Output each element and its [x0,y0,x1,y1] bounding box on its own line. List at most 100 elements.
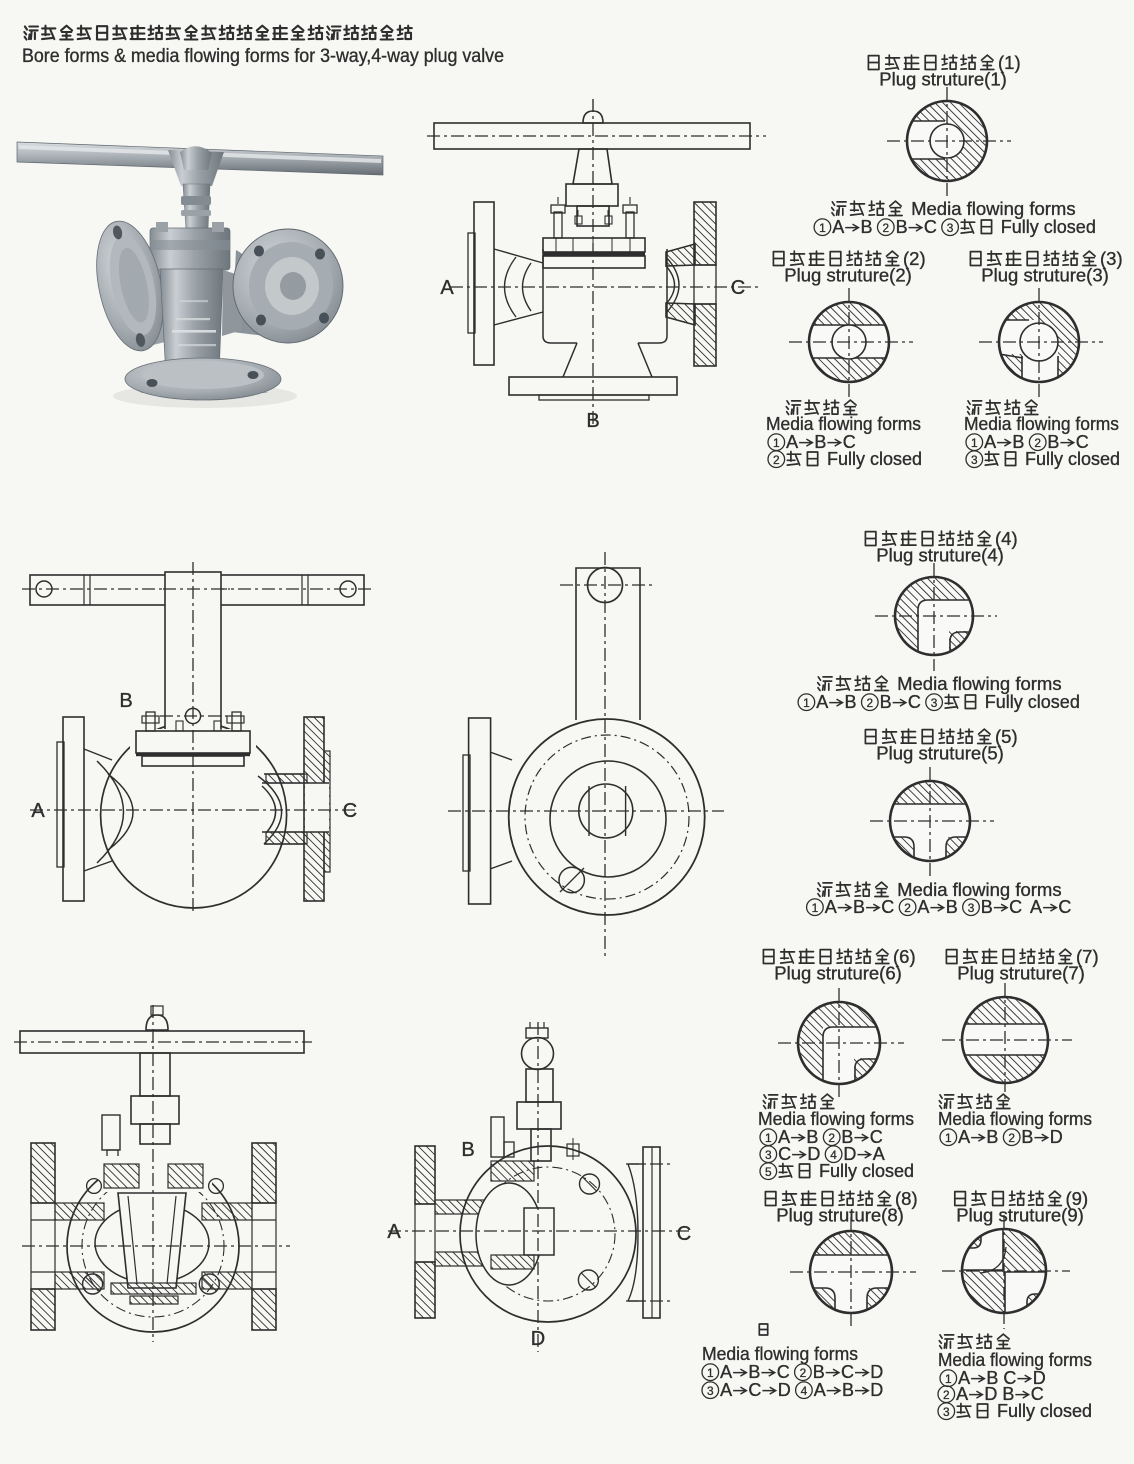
svg-text:A: A [387,1221,401,1243]
svg-text:C: C [1076,432,1089,452]
svg-text:4: 4 [801,1384,808,1398]
svg-text:1: 1 [707,1366,714,1380]
svg-text:D: D [870,1362,883,1382]
svg-text:B: B [853,897,865,917]
svg-text:A: A [956,1384,968,1404]
svg-text:A: A [873,1144,885,1164]
svg-text:2: 2 [904,901,911,915]
svg-text:(4): (4) [995,528,1018,549]
svg-text:C: C [731,277,745,299]
svg-text:Plug struture(9): Plug struture(9) [956,1205,1084,1226]
svg-text:2: 2 [882,221,889,235]
svg-text:1: 1 [803,696,810,710]
svg-text:(5): (5) [995,726,1018,747]
svg-text:C: C [881,897,894,917]
svg-text:4: 4 [830,1148,837,1162]
svg-text:C: C [1009,897,1022,917]
svg-text:Media flowing forms: Media flowing forms [766,414,921,434]
svg-text:(6): (6) [893,946,916,967]
svg-text:5: 5 [765,1165,772,1179]
svg-text:1: 1 [773,436,780,450]
svg-text:D: D [984,1384,997,1404]
svg-text:C: C [870,1127,883,1147]
svg-text:C: C [778,1144,791,1164]
svg-text:B: B [814,432,826,452]
svg-text:Plug struture(2): Plug struture(2) [784,265,912,286]
svg-text:B: B [986,1127,998,1147]
svg-text:B: B [119,690,132,712]
svg-text:B: B [946,897,958,917]
svg-text:D: D [1033,1368,1046,1388]
svg-text:Fully closed: Fully closed [1025,449,1120,469]
svg-text:D: D [778,1380,791,1400]
svg-text:2: 2 [828,1131,835,1145]
svg-text:Fully closed: Fully closed [1001,217,1096,237]
svg-text:(7): (7) [1076,946,1099,967]
svg-text:B: B [806,1127,818,1147]
svg-text:A: A [832,217,844,237]
svg-text:C: C [924,217,937,237]
svg-text:(2): (2) [903,248,926,269]
svg-text:A: A [720,1380,732,1400]
svg-text:A: A [917,897,929,917]
svg-text:B: B [813,1362,825,1382]
svg-text:2: 2 [943,1388,950,1402]
svg-text:A: A [786,432,798,452]
svg-text:Plug struture(5): Plug struture(5) [876,743,1004,764]
svg-text:C: C [1003,1368,1016,1388]
svg-text:B: B [748,1362,760,1382]
svg-text:Plug struture(3): Plug struture(3) [981,265,1109,286]
svg-text:C: C [343,800,357,822]
svg-text:(8): (8) [895,1188,918,1209]
svg-text:3: 3 [971,453,978,467]
svg-text:Media flowing forms: Media flowing forms [911,198,1076,219]
svg-text:2: 2 [866,696,873,710]
svg-text:C: C [1031,1384,1044,1404]
svg-text:B: B [586,410,599,432]
svg-text:Media flowing forms: Media flowing forms [702,1344,858,1364]
svg-text:Fully closed: Fully closed [819,1161,914,1181]
svg-text:Media flowing forms: Media flowing forms [938,1109,1092,1129]
svg-text:D: D [807,1144,820,1164]
svg-text:C: C [1058,897,1071,917]
svg-text:Fully closed: Fully closed [985,692,1080,712]
svg-text:3: 3 [968,901,975,915]
svg-text:B: B [1012,432,1024,452]
svg-text:A: A [1030,897,1042,917]
svg-text:A: A [720,1362,732,1382]
svg-text:2: 2 [773,453,780,467]
svg-text:B: B [842,1380,854,1400]
svg-text:Plug struture(8): Plug struture(8) [776,1205,904,1226]
svg-text:2: 2 [1008,1131,1015,1145]
svg-text:C: C [748,1380,761,1400]
svg-text:D: D [1050,1127,1063,1147]
svg-text:A: A [958,1127,970,1147]
svg-text:B: B [986,1368,998,1388]
svg-text:2: 2 [800,1366,807,1380]
svg-text:3: 3 [943,1405,950,1419]
svg-text:Media flowing forms: Media flowing forms [938,1350,1092,1370]
svg-text:D: D [870,1380,883,1400]
svg-text:Media flowing forms: Media flowing forms [964,414,1119,434]
svg-text:1: 1 [812,901,819,915]
svg-text:A: A [816,692,828,712]
svg-text:(3): (3) [1100,248,1123,269]
svg-text:Plug struture(4): Plug struture(4) [876,545,1004,566]
svg-text:D: D [531,1328,545,1350]
svg-text:3: 3 [947,221,954,235]
svg-text:Media flowing forms: Media flowing forms [897,879,1062,900]
svg-text:C: C [841,1362,854,1382]
svg-text:Fully closed: Fully closed [997,1401,1092,1421]
svg-text:Media flowing forms: Media flowing forms [897,673,1062,694]
svg-text:A: A [440,277,454,299]
svg-text:B: B [1021,1127,1033,1147]
svg-text:B: B [841,1127,853,1147]
svg-text:(1): (1) [998,52,1021,73]
svg-text:Bore forms & media flowing for: Bore forms & media flowing forms for 3-w… [22,45,504,67]
svg-text:A: A [814,1380,826,1400]
svg-text:C: C [777,1362,790,1382]
svg-text:1: 1 [945,1131,952,1145]
svg-text:C: C [843,432,856,452]
svg-text:A: A [825,897,837,917]
svg-text:Fully closed: Fully closed [827,449,922,469]
